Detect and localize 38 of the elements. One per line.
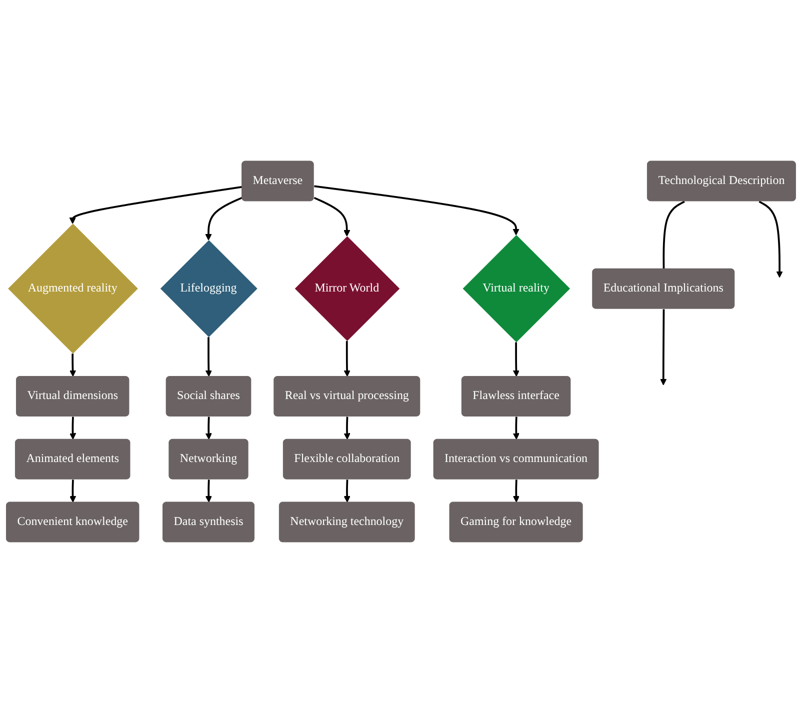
arrow bbox=[512, 342, 520, 377]
arrow bbox=[512, 416, 520, 440]
node-box: Data synthesis bbox=[162, 502, 254, 542]
arrow bbox=[70, 480, 76, 502]
node-box: Interaction vs communication bbox=[433, 438, 599, 480]
arrow bbox=[660, 309, 667, 386]
node-box: Virtual dimensions bbox=[16, 376, 130, 416]
arrow bbox=[205, 416, 212, 440]
arrow bbox=[69, 186, 242, 224]
node-box: Animated elements bbox=[14, 438, 130, 480]
node-box: Networking technology bbox=[278, 502, 415, 542]
connector bbox=[662, 200, 685, 269]
node-box: Technological Description bbox=[646, 160, 796, 202]
arrow bbox=[512, 480, 520, 502]
node-box: Metaverse bbox=[242, 160, 314, 202]
node-box: Convenient knowledge bbox=[6, 502, 140, 542]
node-diamond: Mirror World bbox=[294, 236, 400, 341]
node-box: Flawless interface bbox=[461, 376, 571, 416]
node-box: Social shares bbox=[166, 376, 252, 416]
arrow bbox=[70, 354, 76, 377]
node-box: Networking bbox=[168, 438, 248, 480]
arrow bbox=[344, 480, 350, 502]
arrow bbox=[344, 416, 350, 440]
arrow bbox=[344, 341, 350, 377]
arrow bbox=[758, 200, 783, 278]
node-diamond: Augmented reality bbox=[8, 224, 138, 354]
arrow bbox=[205, 337, 212, 377]
arrow bbox=[70, 416, 76, 440]
arrow bbox=[205, 480, 212, 502]
node-diamond: Virtual reality bbox=[462, 235, 570, 342]
node-box: Flexible collaboration bbox=[282, 438, 411, 480]
node-box: Gaming for knowledge bbox=[449, 502, 583, 542]
arrow bbox=[314, 185, 520, 236]
arrow bbox=[205, 196, 242, 240]
node-box: Real vs virtual processing bbox=[274, 376, 420, 416]
arrow bbox=[314, 196, 350, 237]
node-diamond: Lifelogging bbox=[160, 240, 258, 338]
node-box: Educational Implications bbox=[592, 268, 735, 309]
